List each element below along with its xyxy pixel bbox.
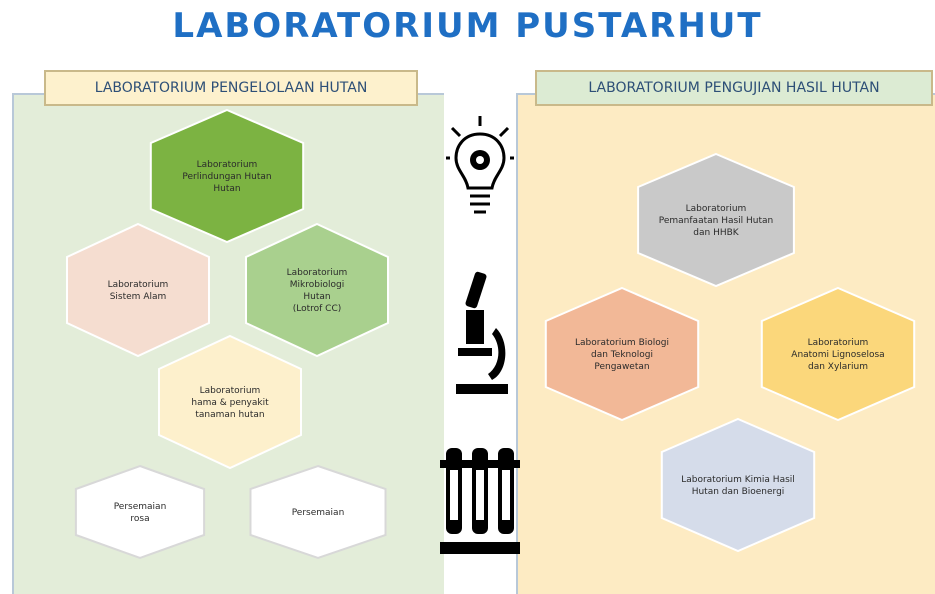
hexagon-label: Laboratorium bbox=[197, 160, 258, 170]
left-panel-hexagon-5: Persemaian rosa bbox=[74, 464, 206, 560]
hexagon-label: Hutan bbox=[213, 184, 240, 194]
hexagon-label: Laboratorium bbox=[808, 338, 869, 348]
hexagon-shape bbox=[66, 222, 210, 358]
left-panel-hexagon-6: Persemaian bbox=[249, 464, 387, 560]
hexagon-label: hama & penyakit bbox=[191, 398, 269, 408]
hexagon-shape bbox=[249, 464, 387, 560]
hexagon-label: Perlindungan Hutan bbox=[182, 172, 271, 182]
right-panel-hexagon-2: Laboratorium Biologi dan TeknologiPengawe… bbox=[544, 286, 700, 422]
hexagon-label: Hutan bbox=[303, 292, 330, 302]
hexagon-label: dan Xylarium bbox=[808, 362, 868, 372]
hexagon-label: Laboratorium bbox=[108, 280, 169, 290]
hexagon-shape bbox=[760, 286, 916, 422]
hexagon-label: Laboratorium bbox=[200, 386, 261, 396]
left-panel-label: LABORATORIUM PENGELOLAAN HUTAN bbox=[44, 70, 418, 106]
hexagon-label: dan HHBK bbox=[693, 228, 740, 238]
hexagon-label: Persemaian bbox=[114, 502, 167, 512]
hexagon-label: dan Teknologi bbox=[591, 350, 653, 360]
hexagon-shape bbox=[158, 334, 302, 470]
hexagon-label: Anatomi Lignoselosa bbox=[791, 350, 884, 360]
hexagon-label: Persemaian bbox=[292, 508, 345, 518]
hexagon-shape bbox=[74, 464, 206, 560]
hexagon-shape bbox=[637, 152, 795, 288]
page-title: LABORATORIUM PUSTARHUT bbox=[172, 6, 763, 46]
hexagon-label: Laboratorium bbox=[287, 268, 348, 278]
hexagon-label: Hutan dan Bioenergi bbox=[692, 487, 785, 497]
hexagon-label: Laboratorium bbox=[686, 204, 747, 214]
hexagon-label: Sistem Alam bbox=[110, 292, 167, 302]
right-panel-label: LABORATORIUM PENGUJIAN HASIL HUTAN bbox=[535, 70, 933, 106]
left-panel-hexagon-4: Laboratorium hama & penyakit tanaman hutan bbox=[158, 334, 302, 470]
hexagon-shape bbox=[544, 286, 700, 422]
test-tubes-icon bbox=[440, 448, 520, 554]
hexagon-shape bbox=[149, 108, 305, 244]
hexagon-shape bbox=[660, 417, 816, 553]
hexagon-label: tanaman hutan bbox=[195, 410, 264, 420]
hexagon-label: (Lotrof CC) bbox=[293, 304, 342, 314]
hexagon-label: Mikrobiologi bbox=[290, 280, 344, 290]
microscope-icon bbox=[456, 271, 508, 394]
hexagon-label: Pemanfaatan Hasil Hutan bbox=[659, 216, 774, 226]
hexagon-label: Laboratorium Biologi bbox=[575, 338, 669, 348]
hexagon-label: Pengawetan bbox=[594, 362, 649, 372]
hexagon-shape bbox=[245, 222, 389, 358]
hexagon-label: rosa bbox=[130, 514, 149, 524]
hexagon-label: Laboratorium Kimia Hasil bbox=[681, 475, 795, 485]
lightbulb-gear-icon bbox=[446, 116, 514, 214]
